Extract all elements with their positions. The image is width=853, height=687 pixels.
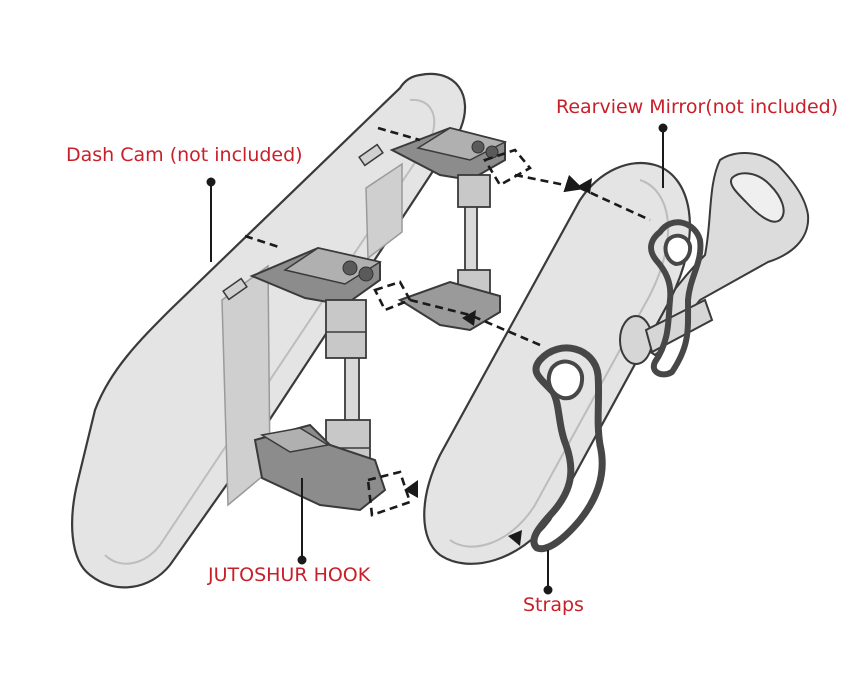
dash-path-mid-box <box>373 280 412 312</box>
leader-dot-icon <box>206 177 216 187</box>
dash-cam-screen-right <box>365 162 403 260</box>
mirror-mount-slot <box>730 172 785 223</box>
label-straps: Straps <box>523 594 584 616</box>
connection-lines <box>244 126 651 517</box>
dash-path-upper-box <box>483 148 532 187</box>
arrowhead-icon <box>578 178 592 194</box>
rearview-mirror <box>423 152 810 565</box>
mirror-face-edge <box>449 179 670 548</box>
label-dash-cam: Dash Cam (not included) <box>66 144 303 166</box>
arrowheads <box>404 178 592 546</box>
dash-path-upper-cam <box>377 126 421 142</box>
dash-path-lower-cam <box>244 234 283 250</box>
label-rearview-mirror: Rearview Mirror(not included) <box>556 96 839 118</box>
dash-cam-inner-edge <box>104 98 436 565</box>
hook-upper <box>389 126 508 332</box>
arrowhead-icon <box>462 310 476 326</box>
arrowhead-icon <box>508 530 522 546</box>
dash-path-upper-mirror <box>514 173 651 222</box>
hook-lower <box>249 246 387 512</box>
dash-cam-tab-upper <box>358 143 384 167</box>
strap-lower <box>530 344 606 553</box>
leader-dot-icon <box>297 555 307 565</box>
arrowhead-icon <box>404 480 418 498</box>
leader-dot-icon <box>658 123 668 133</box>
leader-dot-icon <box>543 585 553 595</box>
mirror-pivot <box>619 315 653 365</box>
strap-upper <box>648 219 704 378</box>
dash-path-mid-mirror <box>409 298 541 347</box>
dash-cam-tab-lower <box>222 277 248 301</box>
label-hook: JUTOSHUR HOOK <box>208 564 371 586</box>
leaders <box>206 123 668 595</box>
